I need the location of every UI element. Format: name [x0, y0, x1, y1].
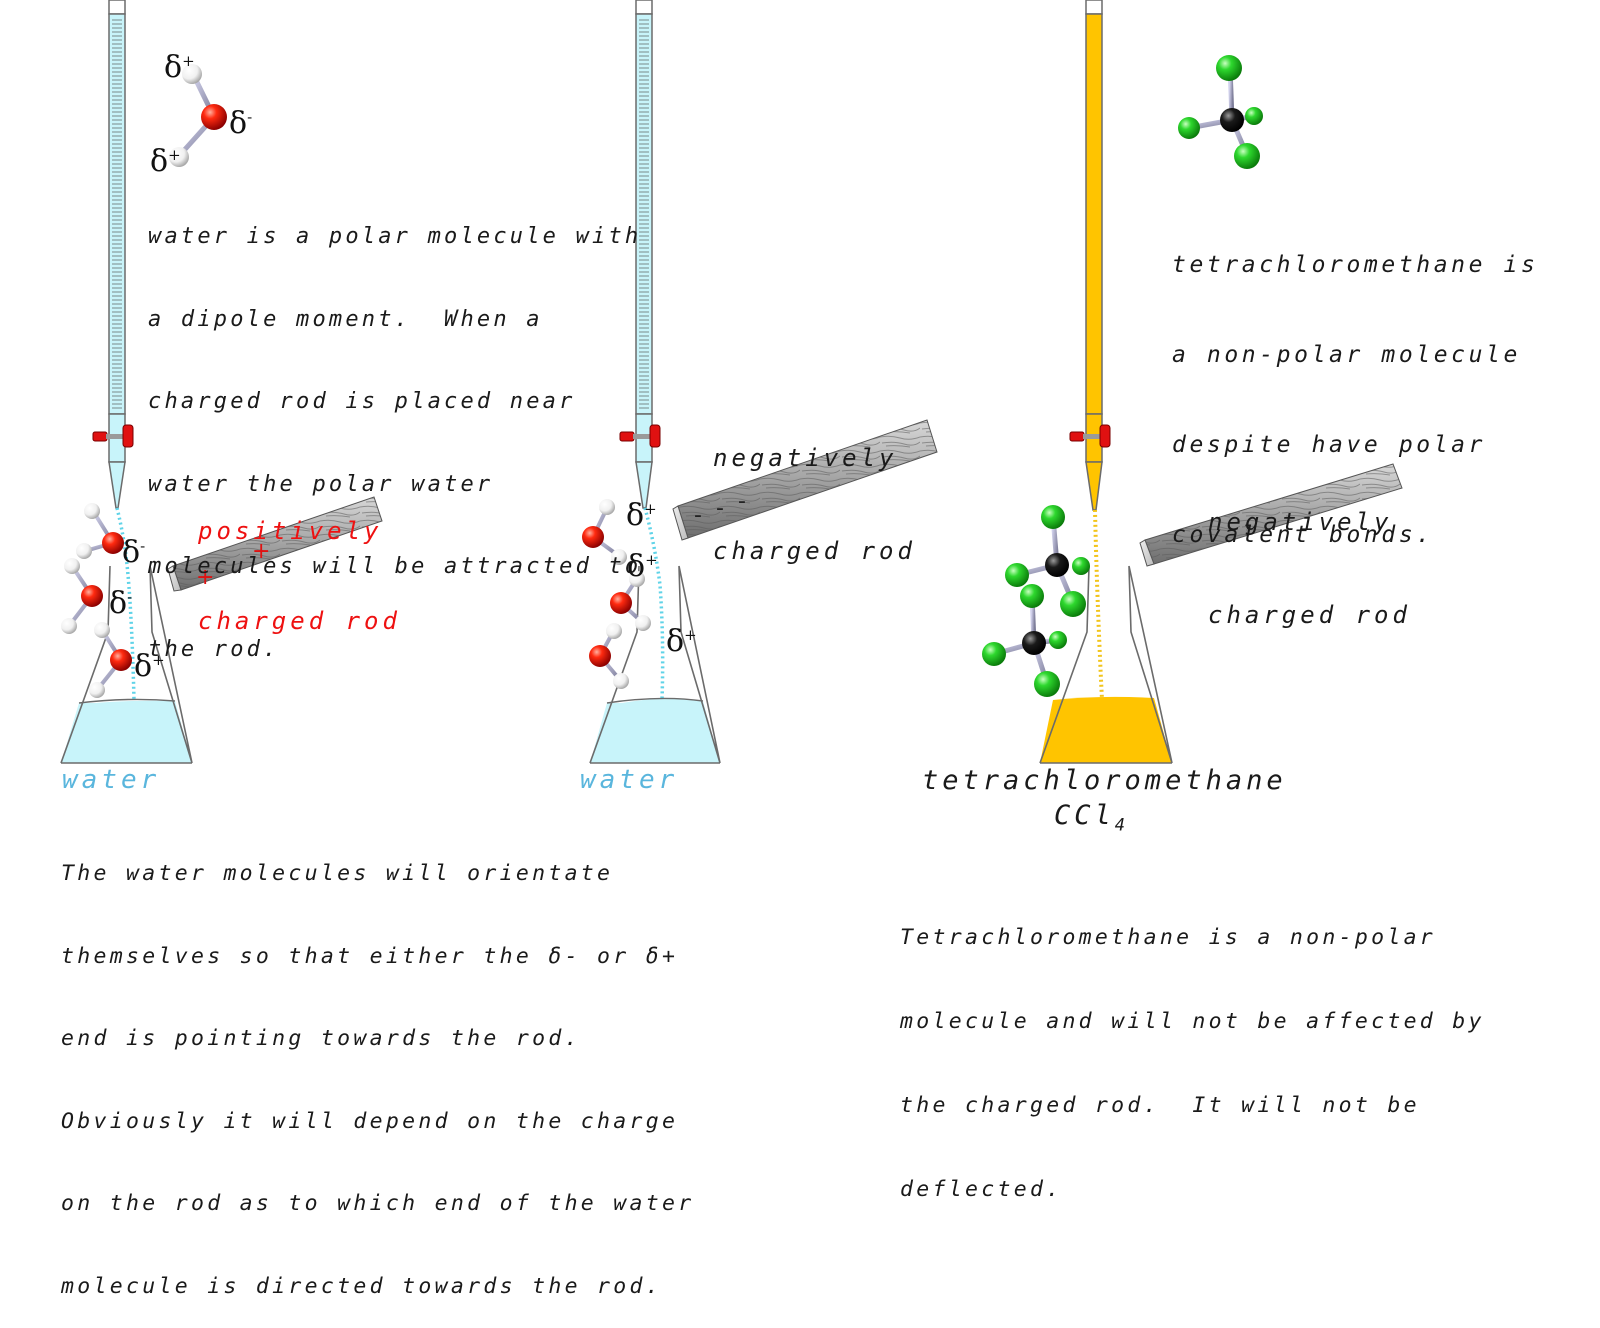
panel-1-water-positive: + + — [60, 0, 383, 764]
ccl4-description: tetrachloromethane is a non-polar molecu… — [1172, 190, 1538, 580]
water-label-2: water — [580, 765, 679, 795]
water-molecule-icon — [89, 622, 132, 698]
partial-charge-label: δ- — [229, 102, 252, 139]
text-line: negatively — [713, 444, 898, 472]
delta-symbol: δ — [229, 106, 248, 141]
water-description: water is a polar molecule with a dipole … — [148, 168, 641, 691]
charge-sign: - — [127, 588, 133, 606]
formula-subscript: 4 — [1114, 815, 1126, 836]
flask-3 — [1039, 565, 1173, 764]
partial-charge-label: δ+ — [164, 46, 195, 83]
rod-sign: - — [716, 496, 724, 521]
burette-1 — [108, 0, 126, 509]
text-line: a dipole moment. When a — [148, 306, 543, 332]
negatively-charged-rod — [1139, 463, 1403, 567]
partial-charge-label: δ+ — [627, 545, 658, 582]
water-molecule-icon — [589, 623, 629, 689]
text-line: themselves so that either the δ- or δ+ — [61, 943, 679, 969]
text-line: the charged rod. It will not be — [900, 1093, 1420, 1118]
partial-charge-label: δ- — [122, 531, 145, 568]
bottom-right-explanation: Tetrachloromethane is a non-polar molecu… — [900, 868, 1485, 1232]
partial-charge-label: δ+ — [150, 140, 181, 177]
delta-symbol: δ — [122, 535, 141, 570]
tap-1[interactable] — [92, 424, 134, 448]
text-line: end is pointing towards the rod. — [61, 1026, 581, 1051]
water-molecule-icon — [582, 499, 627, 565]
positively-charged-rod — [167, 496, 383, 592]
charge-sign: + — [644, 500, 657, 518]
water-molecule-icon — [76, 503, 124, 559]
rod-sign: + — [252, 539, 270, 564]
text-line: tetrachloromethane is — [1172, 252, 1539, 278]
flask-2 — [589, 565, 721, 764]
text-line: molecules will be attracted to — [148, 554, 642, 579]
delta-symbol: δ — [109, 586, 128, 621]
negatively-charged-rod — [672, 419, 938, 541]
text-line: water is a polar molecule with — [148, 224, 642, 249]
diagram-canvas: + + — [60, 0, 1403, 764]
water-molecule-icon — [169, 64, 227, 167]
text-line: Tetrachloromethane is a non-polar — [900, 925, 1437, 950]
text-line: on the rod as to which end of the water — [61, 1191, 695, 1216]
text-line: charged rod is placed near — [148, 389, 576, 414]
text-line: water the polar water — [148, 471, 494, 497]
negative-rod-label-2: negatively charged rod — [713, 381, 916, 598]
rod-sign: - — [694, 503, 702, 528]
text-line: The water molecules will orientate — [61, 861, 614, 886]
text-line: a non-polar molecule — [1172, 342, 1521, 368]
bottom-left-explanation: The water molecules will orientate thems… — [61, 805, 695, 1328]
text-line: despite have polar — [1172, 432, 1487, 458]
water-molecule-icon — [61, 558, 103, 634]
charge-sign: + — [152, 651, 165, 669]
rod-sign: + — [196, 565, 214, 590]
charge-sign: + — [168, 146, 181, 164]
charge-sign: + — [684, 626, 697, 644]
text-line: molecule is directed towards the rod. — [61, 1273, 663, 1299]
tap-2[interactable] — [619, 424, 661, 448]
water-label-1: water — [62, 765, 161, 795]
text-line: positively — [198, 517, 383, 545]
positive-rod-label: positively charged rod — [198, 456, 401, 666]
text-line: negatively — [1208, 508, 1393, 536]
burette-3 — [1085, 0, 1103, 511]
panel-3-ccl4 — [982, 0, 1403, 764]
ccl4-molecule-icon — [1005, 505, 1090, 617]
ccl4-molecule-icon — [1178, 55, 1263, 169]
text-line: deflected. — [900, 1177, 1063, 1202]
charge-sign: + — [645, 551, 658, 569]
water-stream-2 — [643, 507, 665, 701]
ccl4-stream — [1093, 509, 1104, 701]
charge-sign: - — [247, 108, 253, 126]
negative-rod-label-3: negatively charged rod — [1208, 445, 1411, 662]
panel-2-water-negative: - - - — [582, 0, 938, 764]
formula-main: CCl — [1054, 800, 1115, 831]
delta-symbol: δ — [134, 649, 153, 684]
partial-charge-label: δ+ — [626, 494, 657, 531]
ccl4-formula: CCl4 — [1054, 800, 1125, 835]
text-line: charged rod — [1208, 601, 1411, 629]
text-line: covalent bonds. — [1172, 522, 1434, 548]
partial-charge-label: δ+ — [666, 620, 697, 657]
charge-sign: + — [182, 52, 195, 70]
text-line: charged rod — [198, 607, 401, 635]
text-line: Obviously it will depend on the charge — [61, 1108, 679, 1134]
delta-symbol: δ — [164, 50, 183, 85]
text-line: charged rod — [713, 537, 916, 565]
water-molecule-icon — [610, 571, 651, 631]
text-line: the rod. — [148, 636, 280, 662]
delta-symbol: δ — [666, 624, 685, 659]
rod-sign: - — [738, 489, 746, 514]
tap-3[interactable] — [1069, 424, 1111, 448]
delta-symbol: δ — [626, 498, 645, 533]
delta-symbol: δ — [627, 549, 646, 584]
text-line: molecule and will not be affected by — [900, 1009, 1485, 1034]
ccl4-molecule-icon — [982, 584, 1067, 697]
ccl4-name-label: tetrachloromethane — [922, 765, 1287, 796]
partial-charge-label: δ+ — [134, 645, 165, 682]
partial-charge-label: δ- — [109, 582, 132, 619]
delta-symbol: δ — [150, 144, 169, 179]
charge-sign: - — [140, 537, 146, 555]
